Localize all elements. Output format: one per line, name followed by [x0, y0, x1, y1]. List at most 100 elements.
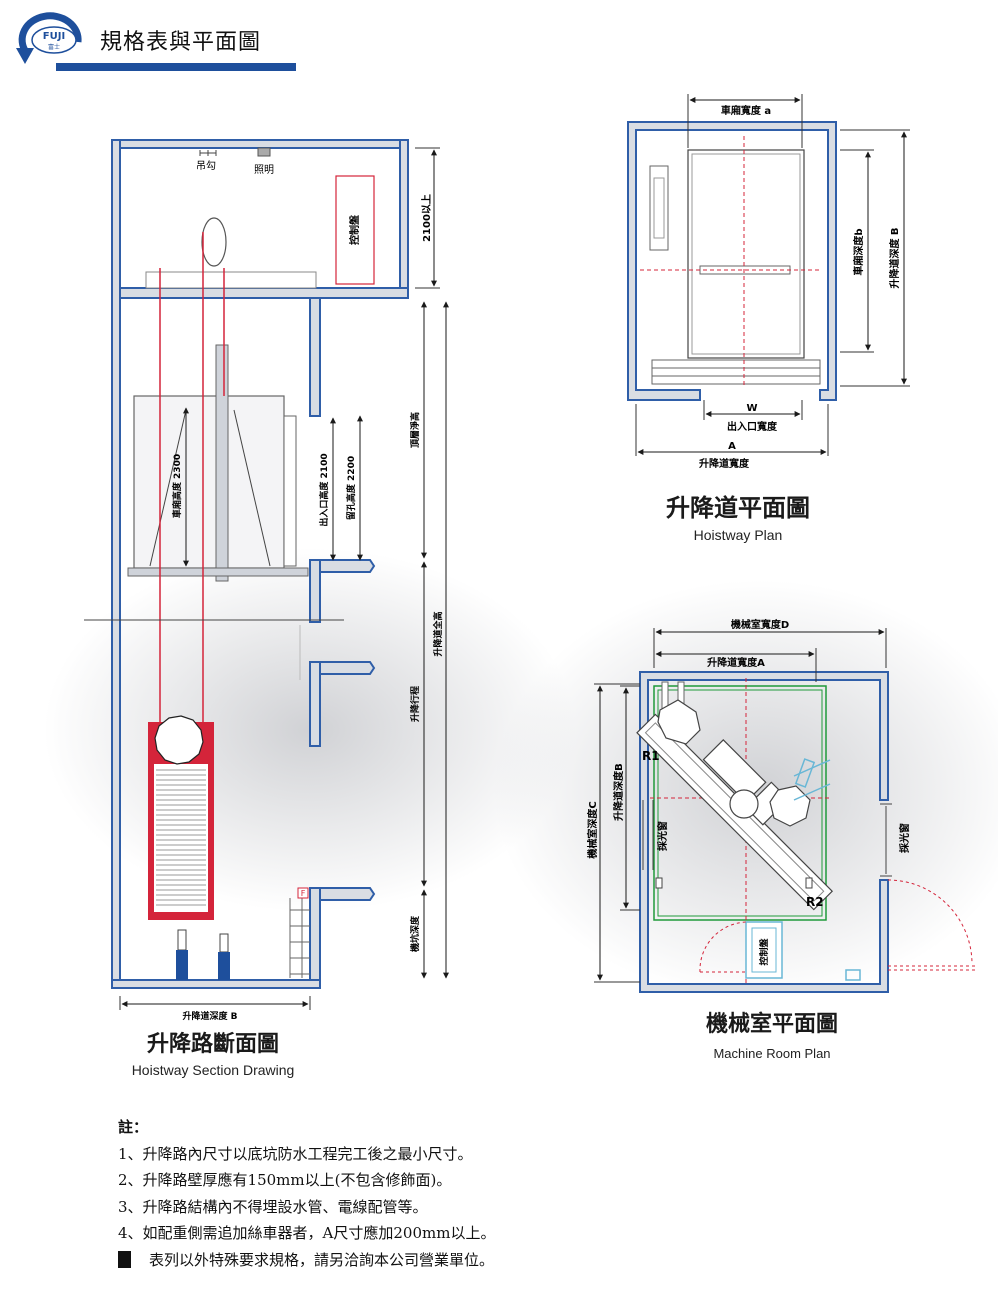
plan-car-inner — [691, 153, 801, 355]
label-w: W — [746, 403, 757, 414]
label-hook: 吊勾 — [196, 159, 216, 172]
label-opening-height: 留孔高度 2200 — [345, 456, 357, 520]
label-entrance-height: 出入口高度 2100 — [318, 453, 330, 526]
mr-motor-b — [769, 785, 811, 827]
label-plan-hoistway-depth: 升降道深度 B — [888, 227, 901, 288]
floor-slab-2 — [319, 661, 376, 675]
label-pit-depth: 機坑深度 — [409, 915, 421, 952]
machine-room-walls — [639, 671, 889, 993]
hoistway-outline-green — [653, 685, 827, 921]
hoistway-outline-green-inner — [657, 689, 823, 917]
header-underline — [56, 63, 296, 71]
hoistway-plan-title-en: Hoistway Plan — [693, 527, 783, 543]
machine-room-ceiling — [111, 139, 409, 149]
label-r2: R2 — [806, 895, 824, 909]
label-f: F — [301, 889, 306, 898]
mr-sheave — [729, 789, 759, 819]
mr-door-swing-inner — [699, 921, 749, 973]
note-item-4: 4、如配重側需追加絲車器者，A尺寸應加200mm以上。 — [118, 1224, 496, 1242]
hoistway-right-wall-bottom — [309, 887, 321, 989]
machine-plan-title-block: 機械室平面圖 Machine Room Plan — [672, 1006, 872, 1061]
label-window-right: 採光窗 — [898, 823, 911, 853]
label-travel: 升降行程 — [409, 686, 421, 722]
traction-sheave — [201, 217, 227, 267]
label-entrance-width: 出入口寬度 — [727, 420, 778, 433]
section-title-block: 升降路斷面圖 Hoistway Section Drawing — [118, 1026, 308, 1078]
note-item-1: 1、升降路內尺寸以底坑防水工程完工後之最小尺寸。 — [118, 1144, 473, 1163]
machine-plan-title-en: Machine Room Plan — [713, 1046, 831, 1061]
hook-icon — [199, 150, 217, 156]
machine-room-plan-drawing: R1 R2 採光窗 採光窗 控制盤 機械室寬度D 升降道寬度A — [586, 618, 976, 993]
label-control-panel: 控制盤 — [348, 214, 361, 245]
label-headroom-min: 2100以上 — [420, 194, 433, 242]
floor-slab-1 — [319, 559, 376, 573]
floor-slab-3 — [319, 887, 376, 901]
buffer-base-left — [176, 950, 188, 980]
notes-heading: 註： — [118, 1118, 149, 1136]
label-car-depth: 車廂深度b — [852, 228, 865, 275]
mr-door-swing-outer — [887, 879, 973, 965]
counterweight-inner — [154, 764, 208, 912]
label-car-width: 車廂寬度 a — [721, 104, 771, 117]
notes-section: 註： 1、升降路內尺寸以底坑防水工程完工後之最小尺寸。 2、升降路壁厚應有150… — [118, 1114, 878, 1273]
logo-sub: 富士 — [48, 43, 60, 51]
label-mr-hoistway-depth: 升降道深度B — [612, 763, 625, 821]
mr-motor-a — [657, 699, 701, 745]
hoistway-left-wall — [111, 139, 121, 989]
machine-plan-title-zh: 機械室平面圖 — [705, 1012, 838, 1037]
counterweight-sheave — [154, 715, 204, 765]
machine-room-right-wall — [399, 139, 409, 299]
label-a: A — [728, 441, 736, 452]
label-hoistway-width: 升降道寬度 — [699, 457, 750, 470]
fuji-logo: FUJI 富士 — [16, 12, 82, 64]
car-platform — [127, 567, 309, 577]
buffer-base-right — [218, 952, 230, 980]
elevator-car — [133, 395, 285, 569]
label-r1: R1 — [642, 749, 660, 763]
label-room-width: 機械室寬度D — [731, 618, 789, 631]
section-control-panel — [335, 175, 375, 285]
label-mr-control-panel: 控制盤 — [758, 938, 770, 966]
hoistway-plan-walls — [627, 121, 837, 401]
hoistway-plan-title-zh: 升降道平面圖 — [666, 494, 810, 522]
car-door — [283, 415, 297, 567]
page-title: 規格表與平面圖 — [100, 30, 262, 55]
hoistway-plan-title-block: 升降道平面圖 Hoistway Plan — [638, 488, 838, 543]
pit-floor — [111, 979, 321, 989]
logo-text: FUJI — [43, 31, 65, 42]
machine-room-floor — [119, 287, 409, 299]
buffer-spring-left — [177, 929, 187, 951]
square-bullet-icon — [118, 1251, 131, 1269]
label-car-height: 車廂高度 2300 — [171, 454, 183, 518]
label-room-depth: 機械室深度C — [586, 801, 599, 858]
f-mark-box — [297, 887, 309, 899]
label-overhead: 頂層淨高 — [409, 412, 421, 448]
buffer-spring-right — [219, 933, 229, 953]
car-sling-left — [149, 409, 187, 567]
pit-ladder — [289, 898, 310, 978]
label-lighting: 照明 — [254, 164, 274, 176]
counterweight-weights — [156, 769, 206, 906]
mr-vent-blue — [845, 969, 861, 981]
label-window-left: 採光窗 — [656, 821, 669, 851]
hoistway-plan-drawing: 車廂寬度 a 車廂深度b 升降道深度 B W 出入口寬度 A 升降道寬度 — [627, 94, 910, 470]
note-item-last: 表列以外特殊要求規格，請另洽詢本公司營業單位。 — [118, 1247, 878, 1274]
hoistway-right-wall-mid1 — [309, 559, 321, 623]
hoistway-right-wall-top — [309, 297, 321, 417]
note-item-2: 2、升降路壁厚應有150mm以上(不包含修飾面)。 — [118, 1171, 452, 1189]
note-last-text: 表列以外特殊要求規格，請另洽詢本公司營業單位。 — [149, 1250, 495, 1269]
note-item-3: 3、升降路結構內不得埋設水管、電線配管等。 — [118, 1197, 428, 1216]
mr-hook-blue — [794, 758, 816, 788]
light-icon — [257, 147, 271, 157]
label-hoistway-depth: 升降道深度 B — [183, 1010, 238, 1022]
hoistway-section-drawing: 吊勾 照明 控制盤 F — [84, 139, 449, 1022]
section-title-en: Hoistway Section Drawing — [131, 1062, 295, 1078]
plan-door-sill — [651, 359, 821, 385]
label-total-height: 升降道全高 — [432, 611, 444, 656]
section-title-zh: 升降路斷面圖 — [146, 1032, 279, 1057]
plan-car — [687, 149, 805, 359]
hoistway-right-wall-mid2 — [309, 661, 321, 747]
page-header: FUJI 富士 規格表與平面圖 — [0, 0, 998, 80]
car-sling-right — [233, 409, 271, 567]
